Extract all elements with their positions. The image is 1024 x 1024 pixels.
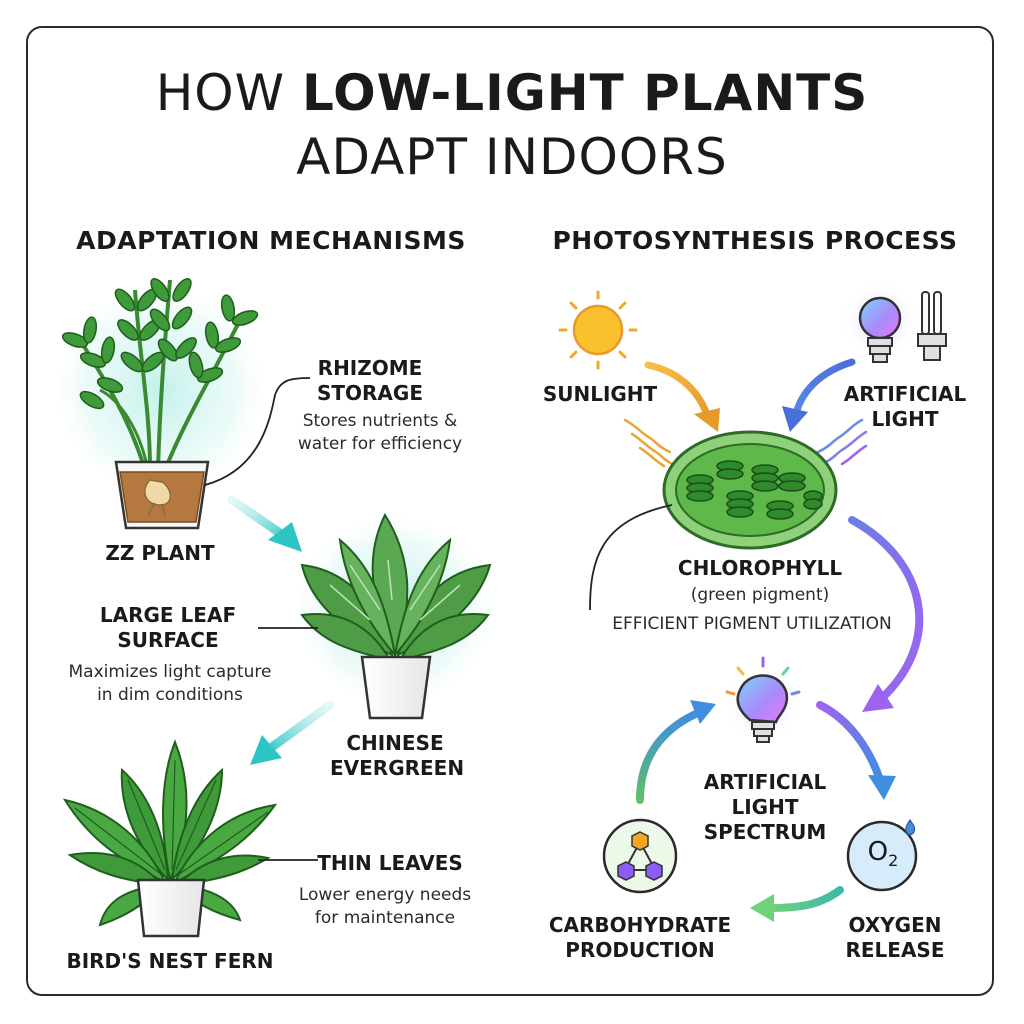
cfl-bulb-icon [917, 291, 947, 361]
infographic-frame [26, 26, 994, 996]
title-prefix: HOW [155, 64, 286, 122]
zz-feature-description: Stores nutrients & water for efficiency [280, 410, 480, 456]
sunlight-label: SUNLIGHT [542, 382, 658, 406]
evergreen-name-line-2: EVERGREEN [330, 756, 465, 780]
oxygen-icon [846, 818, 918, 892]
fern-feature-desc-line-2: for maintenance [314, 908, 456, 928]
carbohydrate-line-1: CARBOHYDRATE [548, 913, 732, 937]
chinese-evergreen-illustration [258, 510, 500, 720]
left-section-heading: ADAPTATION MECHANISMS [76, 226, 466, 255]
sun-icon [558, 290, 638, 370]
zz-feature-desc-line-2: water for efficiency [297, 434, 463, 454]
spectrum-label-line-3: SPECTRUM [703, 820, 827, 844]
molecule-icon [602, 818, 678, 894]
efficiency-label: EFFICIENT PIGMENT UTILIZATION [612, 614, 892, 634]
zz-feature-desc-line-1: Stores nutrients & [302, 411, 458, 431]
chloroplast-icon [589, 430, 838, 611]
spectrum-label: ARTIFICIAL LIGHT SPECTRUM [690, 770, 840, 845]
birds-nest-fern-illustration [62, 739, 318, 938]
carbohydrate-line-2: PRODUCTION [565, 938, 715, 962]
arrow-evergreen-to-fern [260, 700, 335, 757]
arrow-carbohydrate-to-spectrum [636, 708, 704, 804]
oxygen-release-line-1: OXYGEN [848, 913, 942, 937]
title-line-1: HOW LOW-LIGHT PLANTS [40, 64, 984, 122]
fern-name: BIRD'S NEST FERN [66, 949, 274, 973]
artificial-light-label-line-2: LIGHT [871, 407, 939, 431]
title-emphasis: LOW-LIGHT PLANTS [302, 64, 869, 122]
evergreen-feature-title: LARGE LEAF SURFACE [78, 603, 258, 653]
chlorophyll-note: (green pigment) [690, 585, 830, 605]
zz-feature-title-line-1: RHIZOME [317, 356, 423, 380]
fern-feature-desc-line-1: Lower energy needs [298, 885, 472, 905]
evergreen-feature-description: Maximizes light capture in dim condition… [50, 661, 290, 707]
oxygen-release-line-2: RELEASE [845, 938, 945, 962]
title-line-2: ADAPT INDOORS [296, 128, 728, 186]
arrow-spectrum-to-oxygen [816, 701, 884, 784]
artificial-light-label-line-1: ARTIFICIAL [843, 382, 967, 406]
fern-feature-description: Lower energy needs for maintenance [285, 884, 485, 930]
oxygen-release-label: OXYGEN RELEASE [830, 913, 960, 963]
oxygen-symbol: O2 [858, 837, 908, 870]
evergreen-name: CHINESE EVERGREEN [330, 731, 465, 781]
arrow-sunlight-to-chlorophyll [644, 361, 712, 422]
evergreen-feature-title-line-1: LARGE LEAF [99, 603, 237, 627]
arrow-oxygen-to-carbohydrate [766, 886, 844, 912]
artificial-light-label: ARTIFICIAL LIGHT [835, 382, 975, 432]
led-bulb-icon [840, 280, 920, 363]
zz-plant-illustration [50, 278, 311, 530]
oxygen-letter: O [867, 837, 889, 867]
zz-plant-name: ZZ PLANT [105, 541, 215, 565]
right-section-heading: PHOTOSYNTHESIS PROCESS [552, 226, 958, 255]
carbohydrate-label: CARBOHYDRATE PRODUCTION [535, 913, 745, 963]
light-bulb-icon [725, 656, 801, 743]
oxygen-subscript: 2 [888, 851, 899, 871]
zz-feature-title: RHIZOME STORAGE [290, 356, 450, 406]
evergreen-feature-desc-line-2: in dim conditions [97, 685, 243, 705]
zz-feature-title-line-2: STORAGE [316, 381, 423, 405]
arrow-chlorophyll-to-spectrum [848, 516, 924, 704]
evergreen-name-line-1: CHINESE [346, 731, 444, 755]
evergreen-feature-title-line-2: SURFACE [117, 628, 219, 652]
evergreen-feature-desc-line-1: Maximizes light capture [68, 662, 272, 682]
fern-feature-title: THIN LEAVES [317, 851, 463, 875]
chlorophyll-label: CHLOROPHYLL [677, 556, 843, 580]
spectrum-label-line-2: LIGHT [731, 795, 799, 819]
sunlight-waves [623, 418, 678, 468]
spectrum-label-line-1: ARTIFICIAL [703, 770, 827, 794]
artificial-light-waves [816, 418, 868, 466]
